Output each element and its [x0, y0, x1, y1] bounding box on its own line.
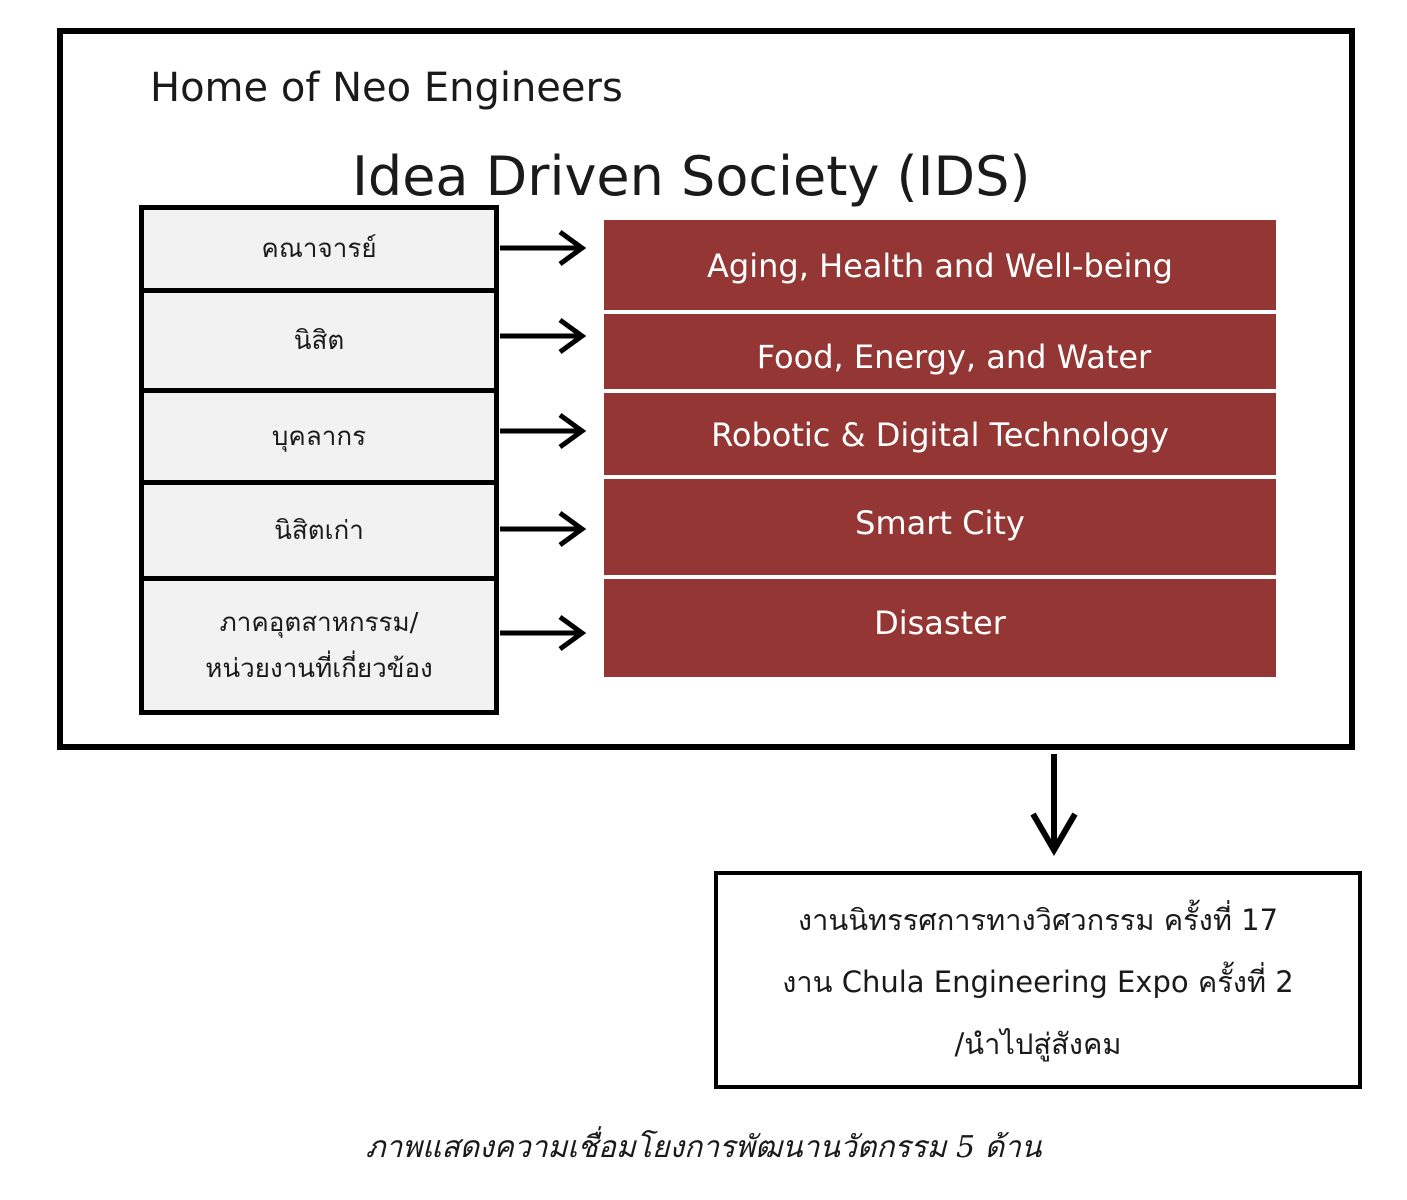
- right-arrow-icon: [500, 229, 587, 267]
- stakeholder-label: คณาจารย์: [261, 234, 377, 264]
- stakeholder-label: นิสิต: [293, 325, 345, 356]
- stakeholder-label-line-1: ภาคอุตสาหกรรม/: [219, 607, 419, 638]
- ids-frame: [57, 28, 1355, 750]
- stakeholder-alumni: นิสิตเก่า: [139, 480, 499, 581]
- output-line-1: งานนิทรรศการทางวิศวกรรม ครั้งที่ 17: [797, 903, 1279, 937]
- theme-disaster: Disaster: [604, 579, 1276, 677]
- theme-robotic-digital: Robotic & Digital Technology: [604, 393, 1276, 475]
- output-line-3: /นำไปสู่สังคม: [954, 1027, 1122, 1061]
- down-arrow-icon: [1030, 754, 1078, 856]
- right-arrow-icon: [500, 510, 587, 548]
- ids-title: Idea Driven Society (IDS): [352, 145, 1031, 208]
- stakeholder-faculty: คณาจารย์: [139, 205, 499, 293]
- stakeholder-label: นิสิตเก่า: [274, 515, 364, 546]
- right-arrow-icon: [500, 412, 587, 450]
- theme-smart-city: Smart City: [604, 479, 1276, 575]
- stakeholder-industry: ภาคอุตสาหกรรม/ หน่วยงานที่เกี่ยวข้อง: [139, 576, 499, 715]
- right-arrow-icon: [500, 317, 587, 355]
- right-arrow-icon: [500, 614, 587, 652]
- stakeholder-staff: บุคลากร: [139, 388, 499, 485]
- theme-aging-health: Aging, Health and Well-being: [604, 220, 1276, 310]
- figure-caption: ภาพแสดงความเชื่อมโยงการพัฒนานวัตกรรม 5 ด…: [365, 1130, 1042, 1165]
- stakeholder-label-line-2: หน่วยงานที่เกี่ยวข้อง: [205, 653, 433, 684]
- stakeholder-students: นิสิต: [139, 288, 499, 393]
- output-box: งานนิทรรศการทางวิศวกรรม ครั้งที่ 17 งาน …: [714, 871, 1362, 1089]
- home-title: Home of Neo Engineers: [150, 65, 623, 111]
- stakeholder-label: บุคลากร: [271, 421, 367, 452]
- theme-food-energy-water: Food, Energy, and Water: [604, 314, 1276, 389]
- output-line-2: งาน Chula Engineering Expo ครั้งที่ 2: [782, 965, 1294, 999]
